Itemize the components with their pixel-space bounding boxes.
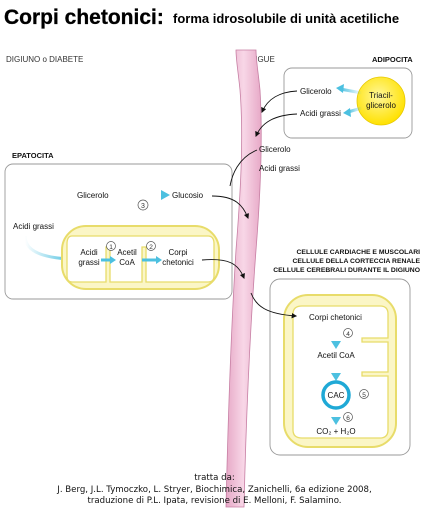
target-cells-line-2: CELLULE DELLA CORTECCIA RENALE bbox=[292, 258, 420, 265]
arrow-fatty-acids-to-blood bbox=[255, 113, 298, 137]
cac-label: CAC bbox=[328, 391, 345, 400]
label-fasting-diabetes: DIGIUNO o DIABETE bbox=[6, 55, 83, 64]
arrowhead-ketones-to-acetylcoa bbox=[331, 341, 341, 349]
caption-line-1: tratta da: bbox=[194, 473, 235, 483]
label-hepatocyte: EPATOCITA bbox=[12, 151, 54, 160]
step-1-marker bbox=[106, 241, 116, 251]
step-6-label: 6 bbox=[346, 415, 350, 422]
target-mitochondrion-inner bbox=[292, 305, 389, 439]
arrowhead-triacyl-to-glycerol bbox=[336, 84, 344, 93]
blood-fatty-acids: Acidi grassi bbox=[259, 164, 300, 173]
caption-line-3: traduzione di P.L. Ipata, revisione di E… bbox=[87, 496, 342, 506]
step-6-marker bbox=[343, 412, 353, 422]
step-5-marker bbox=[359, 389, 369, 399]
step-3-marker bbox=[137, 199, 149, 211]
step-3-label: 3 bbox=[141, 203, 145, 210]
adipocyte-glycerol: Glicerolo bbox=[300, 87, 332, 96]
fat-droplet bbox=[356, 76, 406, 126]
target-acetyl-coa: Acetil CoA bbox=[317, 351, 355, 360]
step-4-label: 4 bbox=[346, 331, 350, 338]
arrowhead-cac-to-products bbox=[331, 417, 341, 425]
adipocyte-fatty-acids: Acidi grassi bbox=[300, 109, 341, 118]
target-cells-line-3: CELLULE CEREBRALI DURANTE IL DIGIUNO bbox=[273, 267, 420, 274]
mito-fatty-acids-2: grassi bbox=[78, 258, 100, 267]
title-main: Corpi chetonici: bbox=[4, 6, 164, 29]
source-caption: tratta da: J. Berg, J.L. Tymoczko, L. St… bbox=[0, 473, 429, 508]
title-subtitle: forma idrosolubile di unità acetiliche bbox=[173, 11, 399, 26]
label-adipocyte: ADIPOCITA bbox=[372, 55, 413, 64]
arrowhead-triacyl-to-fatty-acids bbox=[343, 108, 351, 117]
arrowhead-glycerol-to-glucose bbox=[161, 190, 170, 200]
mito-ketone-bodies-1: Corpi bbox=[168, 248, 187, 257]
step-2-label: 2 bbox=[149, 244, 153, 251]
hepatocyte-glycerol: Glicerolo bbox=[77, 191, 109, 200]
cac-cycle bbox=[321, 380, 351, 410]
arrowhead-acetylcoa-to-ketones bbox=[156, 256, 162, 264]
hepatocyte-glucose: Glucosio bbox=[172, 191, 204, 200]
mito-ketone-bodies-2: chetonici bbox=[162, 258, 194, 267]
mito-acetyl-coa-1: Acetil bbox=[117, 248, 137, 257]
mito-fatty-acids-1: Acidi bbox=[80, 248, 98, 257]
mitochondrion-cristae bbox=[66, 235, 215, 283]
step-2-marker bbox=[146, 241, 156, 251]
step-5-label: 5 bbox=[362, 392, 366, 399]
triacylglycerol-label-2: glicerolo bbox=[366, 101, 396, 110]
step-4-marker bbox=[343, 328, 353, 338]
target-ketone-bodies: Corpi chetonici bbox=[309, 313, 362, 322]
arrow-glycerol-to-blood bbox=[261, 90, 298, 113]
hepatocyte-fatty-acids-in: Acidi grassi bbox=[13, 222, 54, 231]
arrow-ketones-to-blood bbox=[201, 259, 245, 280]
label-blood: SANGUE bbox=[241, 55, 275, 64]
arrow-blood-to-target bbox=[250, 292, 298, 319]
arrowhead-acetylcoa-to-cac bbox=[331, 373, 341, 381]
arrow-triacyl-to-glycerol bbox=[339, 87, 363, 95]
target-cells-line-1: CELLULE CARDIACHE E MUSCOLARI bbox=[297, 249, 421, 256]
caption-line-2: J. Berg, J.L. Tymoczko, L. Stryer, Bioch… bbox=[57, 484, 372, 495]
arrowhead-fa-to-acetylcoa bbox=[110, 256, 116, 264]
arrow-blood-glycerol-in bbox=[229, 149, 258, 187]
step-1-label: 1 bbox=[109, 244, 113, 251]
blood-glycerol: Glicerolo bbox=[259, 145, 291, 154]
target-products: CO₂ + H₂O bbox=[316, 427, 355, 436]
arrow-glucose-to-blood bbox=[211, 195, 249, 220]
triacylglycerol-label-1: Triacil- bbox=[369, 91, 393, 100]
mito-acetyl-coa-2: CoA bbox=[119, 258, 135, 267]
